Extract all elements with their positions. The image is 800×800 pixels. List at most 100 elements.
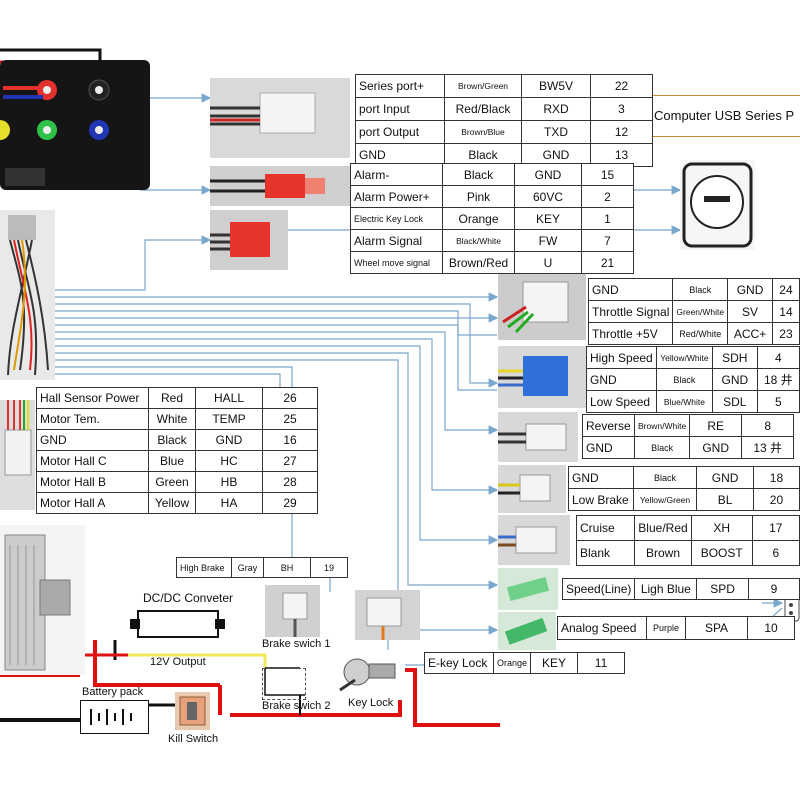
series-port-connector-photo (210, 78, 350, 158)
wire-color: Black (148, 429, 196, 451)
pin-signal: GND (514, 163, 582, 186)
pin-number: 17 (751, 515, 800, 541)
pin-number: 26 (262, 387, 318, 409)
pin-signal: HALL (195, 387, 263, 409)
brake-switch-1-label: Brake swich 1 (262, 638, 331, 650)
wire-color: Brown/Green (444, 74, 522, 98)
pin-number: 21 (581, 251, 634, 274)
wire-function: port Input (355, 97, 445, 121)
pin-number: 29 (262, 492, 318, 514)
wire-color: Green/White (672, 300, 729, 323)
wire-function: GND (568, 466, 634, 489)
pin-signal: BL (696, 488, 754, 511)
wire-function: port Output (355, 120, 445, 144)
wire-color: Yellow/White (655, 346, 714, 369)
pin-number: 13 井 (741, 436, 795, 459)
brake-switch-photo (265, 585, 320, 637)
pin-signal: SV (727, 300, 773, 323)
pin-signal: GND (727, 278, 773, 301)
dcdc-label: DC/DC Conveter (143, 591, 234, 605)
wire-color: Red/Black (444, 97, 522, 121)
wire-color: Black (672, 278, 729, 301)
wire-color: Black (442, 163, 515, 186)
wire-function: High Brake (176, 557, 232, 578)
wire-color: Black (633, 436, 691, 459)
brake-switch-symbol (262, 668, 306, 700)
wire-color: Blue/Red (634, 515, 692, 541)
wire-function: Reverse (582, 414, 635, 437)
pin-number: 12 (590, 120, 653, 144)
pin-number: 28 (262, 471, 318, 493)
wire-color: Black (655, 368, 714, 391)
kill-switch-photo (175, 692, 210, 730)
pin-number: 9 (747, 578, 800, 600)
pin-signal: HB (195, 471, 263, 493)
wire-color: Black/White (442, 229, 515, 252)
pin-signal: RXD (521, 97, 591, 121)
pin-signal: SDH (712, 346, 758, 369)
dcdc-converter-photo (130, 605, 225, 643)
wire-color: Gray (231, 557, 264, 578)
pin-signal: TEMP (195, 408, 263, 430)
pin-number: 18 (752, 466, 800, 489)
wire-function: Blank (575, 540, 636, 566)
throttle-connector-photo (498, 272, 586, 340)
pin-number: 18 井 (756, 368, 800, 391)
pin-signal: BOOST (690, 540, 753, 566)
pin-signal: HA (195, 492, 263, 514)
pin-signal: TXD (521, 120, 591, 144)
wire-function: Low Speed (586, 390, 657, 413)
wire-function: Speed(Line) (561, 578, 636, 600)
pin-number: 23 (771, 322, 800, 345)
pin-signal: KEY (530, 652, 579, 674)
computer-usb-serial-box: Computer USB Series P (649, 95, 800, 137)
wire-function: Throttle +5V (587, 322, 674, 345)
pin-number: 16 (262, 429, 318, 451)
battery-pack-label: Battery pack (82, 686, 144, 698)
wire-color: White (148, 408, 196, 430)
wire-color: Brown/Red (442, 251, 515, 274)
wire-color: Orange (442, 207, 515, 230)
alarm-signal-connector-photo (210, 210, 288, 270)
pin-number: 11 (577, 652, 626, 674)
pin-number: 7 (581, 229, 634, 252)
wire-function: Electric Key Lock (350, 207, 443, 230)
pin-signal: U (514, 251, 582, 274)
wire-function: High Speed (586, 346, 657, 369)
pin-number: 2 (581, 185, 634, 208)
wire-function: Analog Speed (557, 616, 647, 640)
wire-color: Green (148, 471, 196, 493)
pin-number: 24 (771, 278, 800, 301)
wire-function: Low Brake (568, 488, 634, 511)
alarm-connector-photo (210, 166, 350, 206)
pin-number: 19 (310, 557, 348, 578)
key-lock-photo (335, 650, 405, 700)
pin-signal: GND (689, 436, 743, 459)
pin-number: 8 (741, 414, 795, 437)
wire-color: Yellow/Green (632, 488, 698, 511)
wire-function: Series port+ (355, 74, 445, 98)
wire-color: Blue (148, 450, 196, 472)
reverse-connector-photo (498, 412, 578, 462)
pin-number: 5 (756, 390, 800, 413)
pin-signal: XH (690, 515, 753, 541)
wire-function: Motor Tem. (36, 408, 149, 430)
